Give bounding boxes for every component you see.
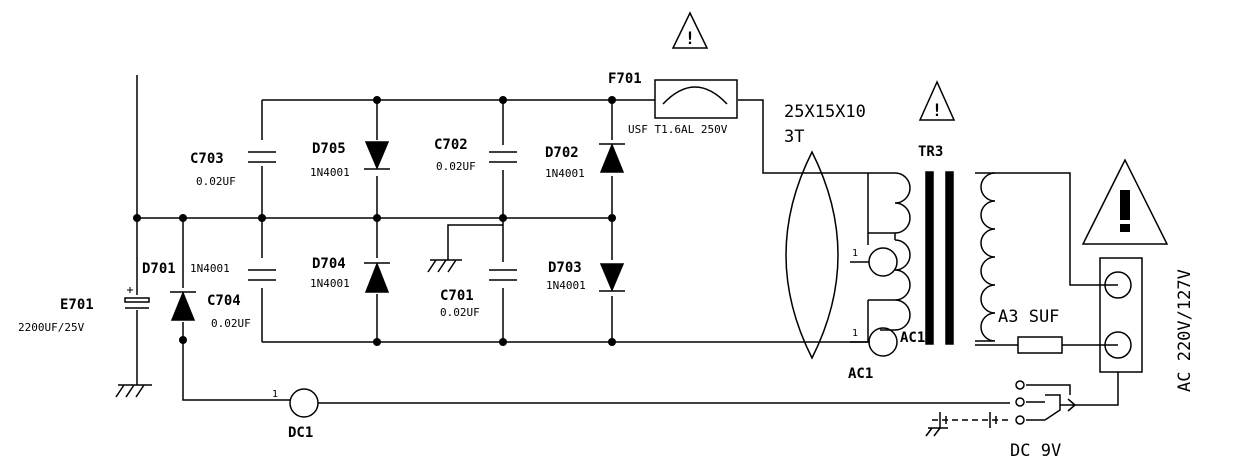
label-d704-part: 1N4001 <box>310 277 350 290</box>
label-pin-1b: 1 <box>852 328 858 339</box>
labels: C703 0.02UF D705 1N4001 C702 0.02UF D702… <box>18 71 1195 461</box>
transformer-tr3-symbol <box>868 171 996 345</box>
label-d703-part: 1N4001 <box>546 279 586 292</box>
ground-bridge-symbol <box>427 259 462 273</box>
label-d702-ref: D702 <box>545 145 579 161</box>
label-mains: AC 220V/127V <box>1175 269 1195 392</box>
svg-text:!: ! <box>685 29 695 49</box>
wire-mains-to-jack <box>1075 372 1119 406</box>
label-d701-ref: D701 <box>142 261 176 277</box>
capacitor-e701-symbol <box>124 287 150 309</box>
svg-text:!: ! <box>932 101 942 121</box>
label-ac1-top: AC1 <box>900 330 925 346</box>
diode-d705-symbol <box>364 141 390 170</box>
label-c702-ref: C702 <box>434 137 468 153</box>
label-d703-ref: D703 <box>548 260 582 276</box>
label-c704-value: 0.02UF <box>211 317 251 330</box>
primary-winding <box>868 172 911 331</box>
wire-dc-jack-pins <box>1026 384 1071 421</box>
label-ac1-bottom: AC1 <box>848 366 873 382</box>
wire-d701 <box>182 218 290 401</box>
diode-d703-symbol <box>599 263 625 292</box>
wire-fuse-to-core <box>738 99 868 174</box>
ferrite-core-symbol <box>785 150 839 360</box>
dc1-terminal <box>289 388 319 418</box>
wires <box>136 75 1119 421</box>
label-c704-ref: C704 <box>207 293 241 309</box>
label-pin-1c: 1 <box>272 389 278 400</box>
ac1-terminal-bottom <box>868 327 898 357</box>
label-d701-part: 1N4001 <box>190 262 230 275</box>
diode-d702-symbol <box>599 143 625 173</box>
warning-triangle-fuse: ! <box>671 11 709 49</box>
capacitor-c701-symbol <box>489 269 517 281</box>
label-dc1: DC1 <box>288 425 313 441</box>
wire-ground-stub <box>447 224 503 260</box>
junction-dots <box>133 96 616 346</box>
label-c702-value: 0.02UF <box>436 160 476 173</box>
label-c703-value: 0.02UF <box>196 175 236 188</box>
secondary-fuse-symbol <box>1017 336 1063 354</box>
label-c701-value: 0.02UF <box>440 306 480 319</box>
label-d704-ref: D704 <box>312 256 346 272</box>
label-d705-ref: D705 <box>312 141 346 157</box>
ground-e701-symbol <box>115 384 152 398</box>
capacitor-c703-symbol <box>248 151 276 163</box>
label-d705-part: 1N4001 <box>310 166 350 179</box>
label-e701-ref: E701 <box>60 297 94 313</box>
label-pin-1a: 1 <box>852 248 858 259</box>
wire-secondary-top <box>975 172 1118 286</box>
label-d702-part: 1N4001 <box>545 167 585 180</box>
diode-d704-symbol <box>364 261 390 293</box>
label-f701-ref: F701 <box>608 71 642 87</box>
label-ferrite-turns: 3T <box>784 127 804 147</box>
label-e701-value: 2200UF/25V <box>18 321 85 334</box>
fuse-f701-symbol <box>654 79 738 119</box>
secondary-winding <box>975 172 996 342</box>
dc-jack-symbol <box>1015 380 1077 425</box>
ground-jack-symbol <box>925 412 1010 437</box>
label-f701-value: USF T1.6AL 250V <box>628 123 728 136</box>
diode-d701-symbol <box>170 291 196 321</box>
label-c701-ref: C701 <box>440 288 474 304</box>
label-ferrite-size: 25X15X10 <box>784 102 866 122</box>
capacitor-c702-symbol <box>489 151 517 163</box>
label-secondary-fuse: A3 SUF <box>998 307 1059 327</box>
wire-terminals <box>850 261 869 343</box>
mains-connector-symbol <box>1099 257 1143 373</box>
label-tr3-ref: TR3 <box>918 144 943 160</box>
ac1-terminal-top <box>868 247 898 277</box>
warning-triangle-mains <box>1081 158 1169 245</box>
label-dc-9v: DC 9V <box>1010 441 1061 461</box>
warning-triangle-transformer: ! <box>918 80 956 121</box>
capacitor-c704-symbol <box>248 269 276 281</box>
label-c703-ref: C703 <box>190 151 224 167</box>
